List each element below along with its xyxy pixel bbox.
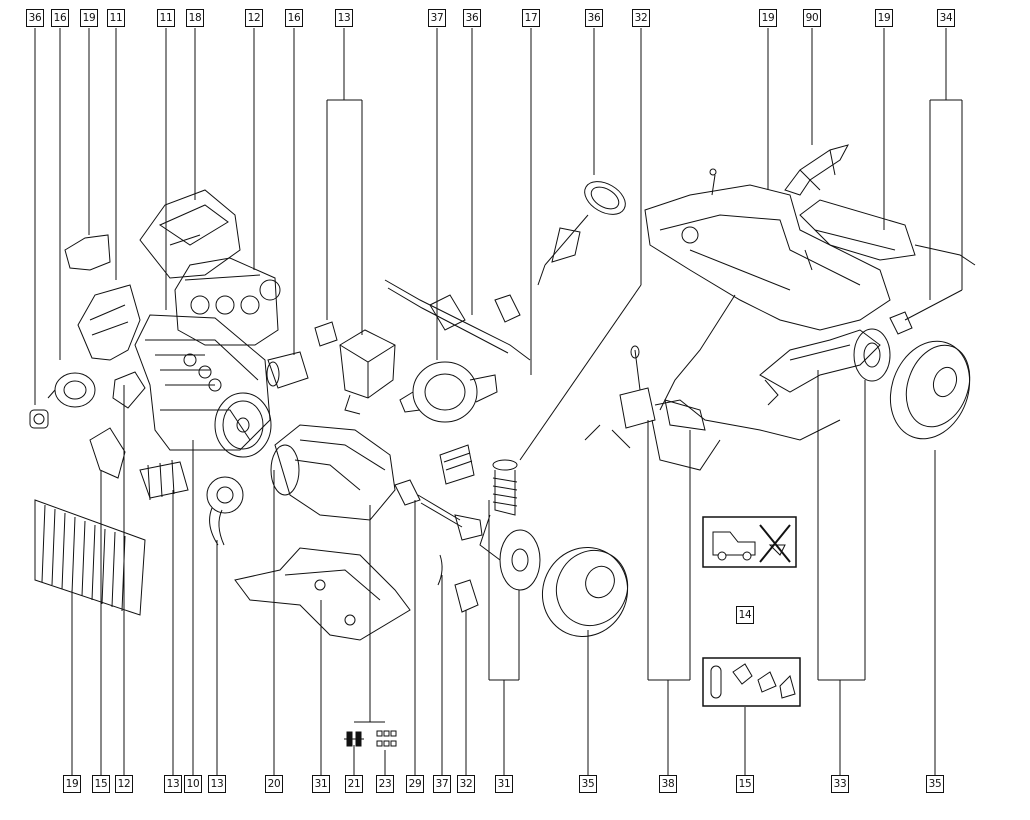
subframe-illustration [234,547,411,641]
engine-cover-illustration [139,189,241,279]
callout-bottom-14: 31 [495,775,513,793]
callout-top-9: 13 [335,9,353,27]
steering-wheel-illustration [537,181,626,286]
callout-top-17: 19 [875,9,893,27]
callout-top-18: 34 [937,9,955,27]
callout-bottom-15: 35 [579,775,597,793]
callout-top-16: 90 [803,9,821,27]
intake-manifold-illustration [174,257,281,346]
radiator-illustration [34,499,146,616]
callout-top-6: 18 [186,9,204,27]
callout-bottom-19: 35 [926,775,944,793]
callout-bottom-6: 13 [208,775,226,793]
callout-top-1: 36 [26,9,44,27]
vehicle-lift-prohibited-icon [702,516,797,568]
clutch-symbol-icon [344,731,364,747]
front-wheel-rim-illustration [541,547,629,637]
gear-shifter-illustration [584,345,656,449]
starter-motor-illustration [266,351,309,389]
callout-top-12: 17 [522,9,540,27]
gearbox-illustration [270,424,396,521]
alternator-illustration [47,372,96,408]
callout-top-14: 32 [632,9,650,27]
tensioner-illustration [29,409,49,429]
callout-top-3: 19 [80,9,98,27]
leader-lines-top [34,28,963,461]
callout-bottom-10: 23 [376,775,394,793]
engine-block-illustration [134,314,271,451]
drive-shaft-illustration [394,479,483,541]
timing-cover-illustration [64,234,141,361]
parts-kit-symbol-icon [376,730,397,747]
callout-bottom-3: 12 [115,775,133,793]
jack-illustration [784,144,849,196]
callout-bottom-5: 10 [184,775,202,793]
callout-bottom-18: 33 [831,775,849,793]
callout-bottom-11: 29 [406,775,424,793]
floor-pan-illustration [644,168,891,331]
air-filter-box-illustration [314,321,396,415]
brake-booster-illustration [399,361,498,423]
injector-rail-illustration [139,459,189,501]
callout-middle-1: 14 [736,606,754,624]
callout-top-2: 16 [51,9,69,27]
callout-bottom-2: 15 [92,775,110,793]
callout-top-10: 37 [428,9,446,27]
callout-bottom-13: 32 [457,775,475,793]
callout-top-4: 11 [107,9,125,27]
callout-bottom-16: 38 [659,775,677,793]
callout-bottom-4: 13 [164,775,182,793]
exhaust-illustration [799,199,976,271]
callout-bottom-9: 21 [345,775,363,793]
engine-mount-illustration [89,371,146,479]
front-brake-disc-illustration [499,529,541,591]
brake-pads-illustration [437,554,479,613]
rear-wheel-rim-illustration [889,340,971,440]
callout-top-5: 11 [157,9,175,27]
gear-cables-illustration [651,294,841,471]
turbocharger-illustration [206,476,244,546]
flywheel-illustration [214,392,272,458]
callout-top-7: 12 [245,9,263,27]
front-strut-illustration [479,459,518,561]
callout-top-13: 36 [585,9,603,27]
rear-axle-illustration [759,329,881,406]
callout-top-8: 16 [285,9,303,27]
timing-belt-kit-icon [702,657,801,707]
callout-bottom-1: 19 [63,775,81,793]
callout-bottom-8: 31 [312,775,330,793]
rear-brake-illustration [853,311,913,382]
callout-bottom-7: 20 [265,775,283,793]
leader-lines-bottom [71,370,936,775]
steering-rack-illustration [384,279,531,361]
callout-top-15: 19 [759,9,777,27]
callout-bottom-17: 15 [736,775,754,793]
ecu-illustration [439,444,475,485]
callout-bottom-12: 37 [433,775,451,793]
callout-top-11: 36 [463,9,481,27]
